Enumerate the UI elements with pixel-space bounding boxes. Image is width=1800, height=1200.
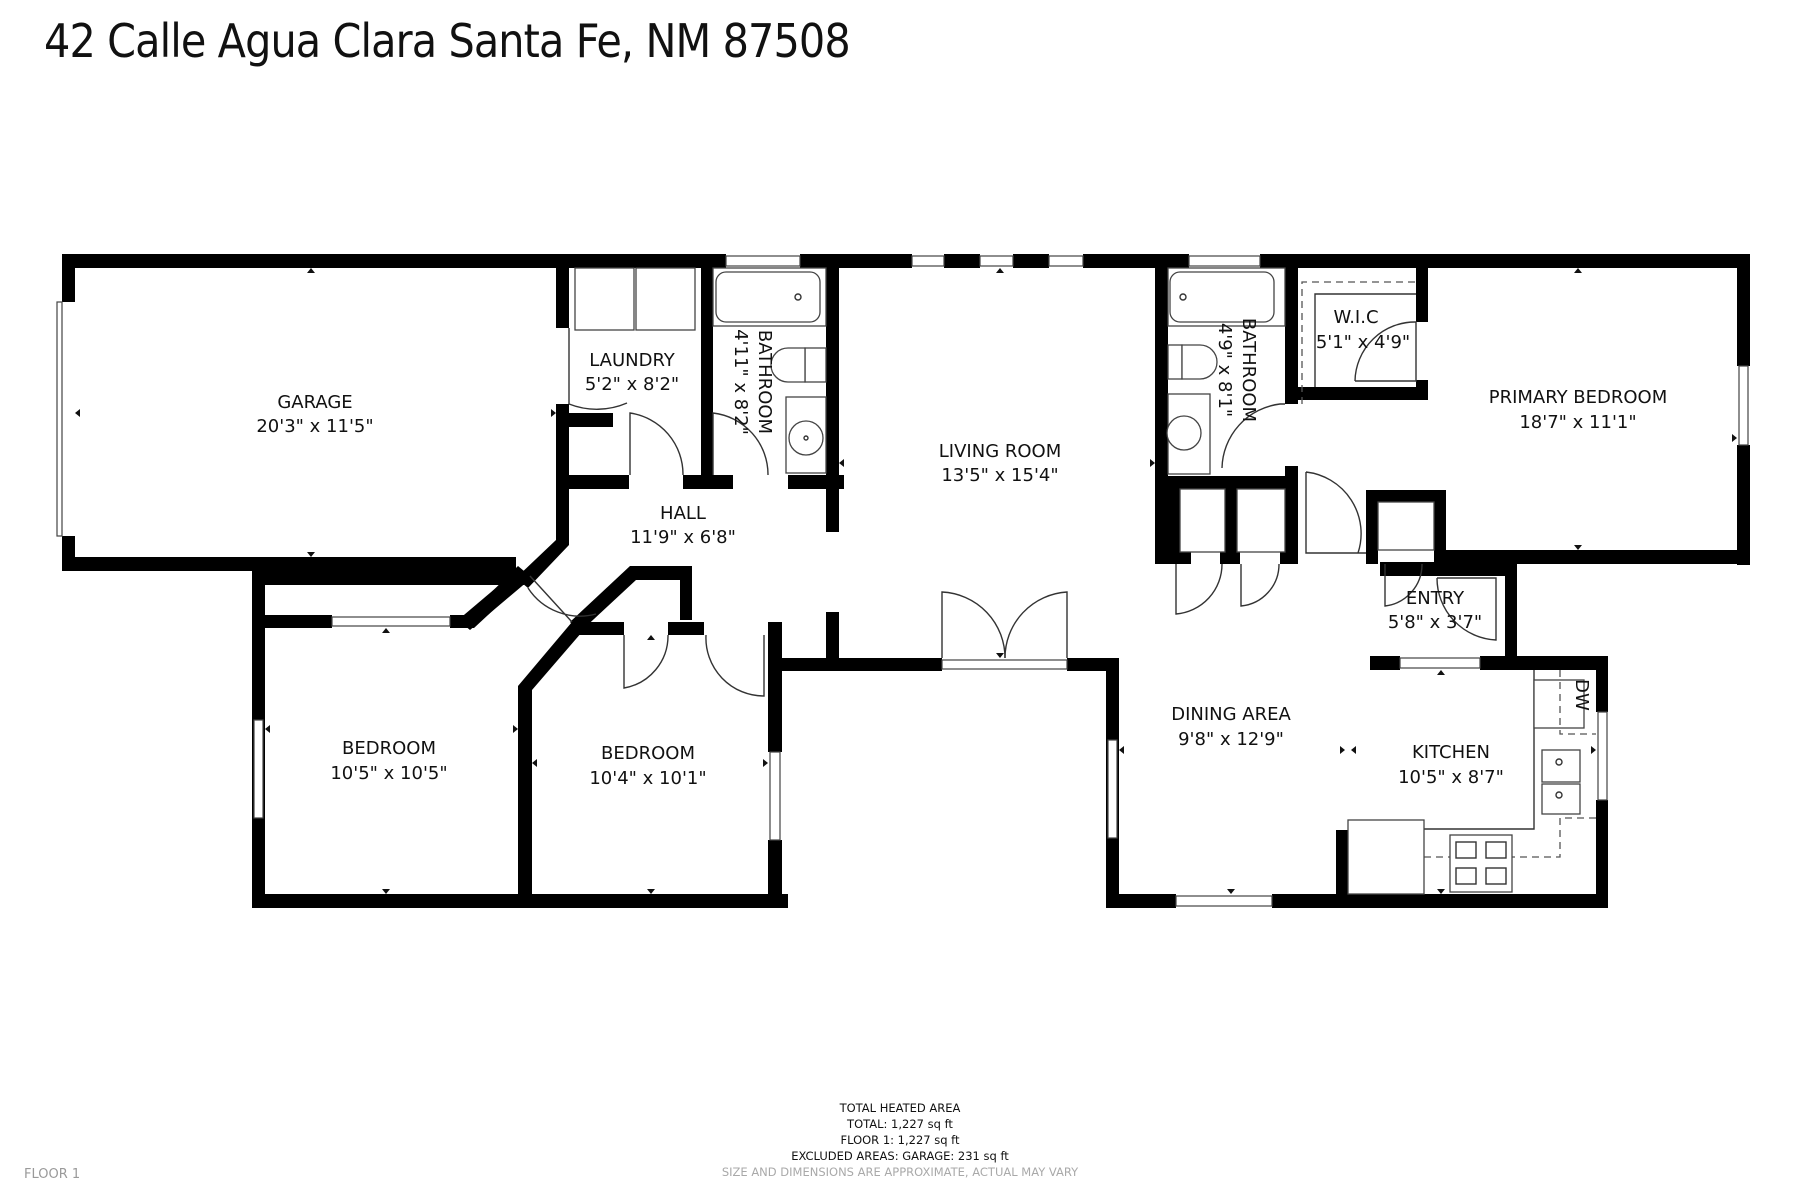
- room-dims-hall: 11'9" x 6'8": [630, 527, 736, 548]
- room-dims-wic: 5'1" x 4'9": [1316, 332, 1410, 353]
- room-name-laundry: LAUNDRY: [589, 350, 676, 371]
- room-dims-bedroom-1: 10'5" x 10'5": [330, 763, 447, 784]
- room-dims-laundry: 5'2" x 8'2": [585, 374, 679, 395]
- property-address-title: 42 Calle Agua Clara Santa Fe, NM 87508: [44, 14, 851, 68]
- sink: [788, 420, 824, 456]
- washer: [574, 267, 635, 331]
- room-dims-entry: 5'8" x 3'7": [1388, 612, 1482, 633]
- room-dims-primary-bedroom: 18'7" x 11'1": [1519, 412, 1636, 433]
- room-name-garage: GARAGE: [277, 392, 352, 413]
- room-dims-bathroom-1: 4'11" x 8'2": [730, 329, 751, 435]
- room-dims-kitchen: 10'5" x 8'7": [1398, 767, 1504, 788]
- room-dims-bedroom-2: 10'4" x 10'1": [589, 768, 706, 789]
- kitchen-sink-left: [1541, 749, 1581, 783]
- room-name-primary-bedroom: PRIMARY BEDROOM: [1489, 387, 1668, 408]
- room-name-dining-area: DINING AREA: [1171, 704, 1291, 725]
- area-summary-floor-1: FLOOR 1: 1,227 sq ft: [840, 1133, 960, 1147]
- area-summary-excluded: EXCLUDED AREAS: GARAGE: 231 sq ft: [791, 1149, 1009, 1163]
- room-dims-living-room: 13'5" x 15'4": [941, 465, 1058, 486]
- room-name-kitchen: KITCHEN: [1412, 742, 1490, 763]
- area-summary: TOTAL HEATED AREA TOTAL: 1,227 sq ft FLO…: [0, 1100, 1800, 1180]
- windows: [56, 255, 1749, 907]
- dishwasher: [1533, 679, 1585, 729]
- area-summary-heading: TOTAL HEATED AREA: [839, 1101, 961, 1115]
- room-name-hall: HALL: [660, 503, 706, 524]
- dishwasher-label: DW: [1571, 679, 1592, 711]
- room-name-bathroom-1: BATHROOM: [754, 330, 775, 434]
- sink: [1166, 415, 1202, 451]
- doors: [527, 321, 1497, 697]
- bathtub: [715, 271, 821, 323]
- room-name-bedroom-1: BEDROOM: [342, 738, 436, 759]
- bathtub: [1169, 271, 1275, 323]
- floor-label: FLOOR 1: [24, 1167, 81, 1182]
- room-dims-garage: 20'3" x 11'5": [256, 416, 373, 437]
- toilet: [770, 347, 806, 383]
- room-dims-dining-area: 9'8" x 12'9": [1178, 729, 1284, 750]
- room-name-bedroom-2: BEDROOM: [601, 743, 695, 764]
- room-name-entry: ENTRY: [1406, 588, 1465, 609]
- area-summary-disclaimer: SIZE AND DIMENSIONS ARE APPROXIMATE, ACT…: [721, 1165, 1079, 1179]
- room-dims-bathroom-2: 4'9" x 8'1": [1214, 323, 1235, 417]
- stove: [1449, 834, 1513, 893]
- room-name-wic: W.I.C: [1333, 307, 1378, 328]
- kitchen-sink-right: [1541, 783, 1581, 815]
- area-summary-total: TOTAL: 1,227 sq ft: [847, 1117, 953, 1131]
- room-labels: GARAGE 20'3" x 11'5" LAUNDRY 5'2" x 8'2"…: [256, 307, 1667, 789]
- dimension-markers: [75, 268, 1737, 894]
- toilet: [1181, 344, 1218, 380]
- fixtures: [574, 267, 1596, 895]
- walls: [62, 254, 1750, 908]
- dryer: [635, 267, 696, 331]
- room-name-bathroom-2: BATHROOM: [1238, 318, 1259, 422]
- refrigerator: [1347, 819, 1425, 895]
- room-name-living-room: LIVING ROOM: [939, 441, 1061, 462]
